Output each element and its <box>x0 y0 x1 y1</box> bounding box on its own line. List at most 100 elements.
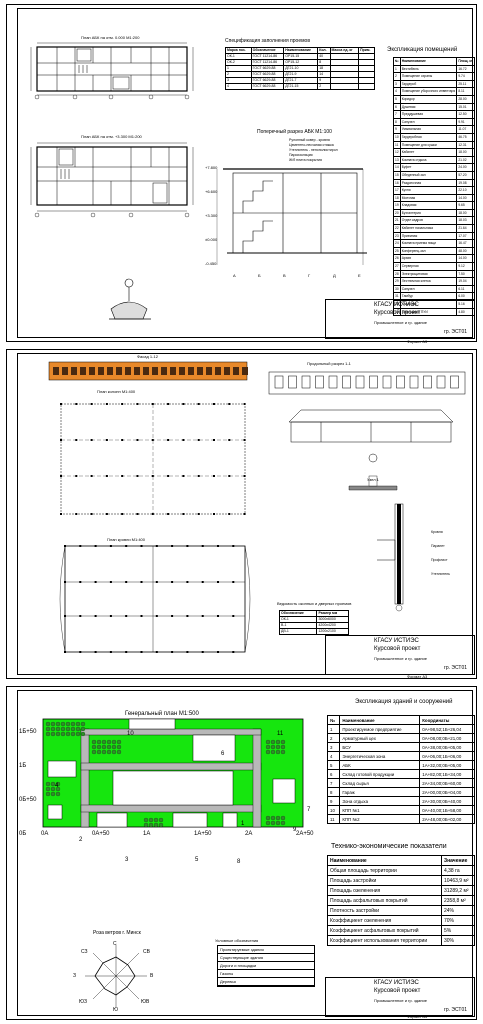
legend-item: Проектируемые здания <box>218 946 314 954</box>
facade-window <box>197 367 203 375</box>
table-cell: Конференц-зал <box>399 246 458 256</box>
table-cell: 46.75 <box>456 132 475 142</box>
table-cell: 9.65 <box>456 201 475 210</box>
tree <box>55 731 61 737</box>
column-mark <box>151 439 154 441</box>
table-cell: 0А+38,00;0Б+05,00 <box>419 742 475 752</box>
column-mark <box>155 545 158 547</box>
table-cell: Приемная <box>399 231 458 241</box>
table-cell: 23 <box>393 231 401 241</box>
column-mark <box>213 439 215 441</box>
table-cell: Гараж <box>339 787 421 797</box>
table-cell: 2А+00,00;0Б+04,00 <box>419 787 475 797</box>
table-cell: Помещение ПУИ <box>399 307 458 317</box>
tree <box>45 791 51 797</box>
column-mark <box>171 545 174 547</box>
table-cell: 0А+98,52;1Б+26,04 <box>419 724 475 734</box>
table-cell: 2А+34,00;0Б+60,00 <box>419 778 475 788</box>
table-cell: 12.31 <box>456 140 475 150</box>
tree <box>65 721 71 727</box>
table-cell: Санузел <box>399 284 458 294</box>
table-cell: 11 <box>326 814 341 824</box>
column-mark <box>136 439 139 441</box>
column-mark <box>94 651 97 653</box>
tree <box>45 731 51 737</box>
table-cell: 2А+48,00;0Б+02,00 <box>419 814 475 824</box>
table-cell: ГОСТ 6629-88 <box>250 83 285 90</box>
section-note: Ж/б плита покрытия <box>289 158 322 162</box>
column-mark <box>140 545 143 547</box>
column-mark <box>151 513 154 515</box>
building-label: 5 <box>195 857 199 863</box>
table-cell: 30 <box>393 284 401 294</box>
tree <box>275 739 281 745</box>
facade-window <box>80 367 86 375</box>
stamp-group: гр. ЭСТ01 <box>444 1007 468 1013</box>
column-plan-title: План колонн М1:400 <box>97 389 136 394</box>
building-label: 6 <box>221 751 225 757</box>
axis-label: В <box>283 273 286 278</box>
column-mark <box>140 615 143 617</box>
tree <box>270 749 276 755</box>
table-cell: БСУ <box>339 742 421 752</box>
column-mark <box>155 581 158 583</box>
wind-direction: В <box>150 973 154 979</box>
section-title: Поперечный разрез АБК М1:100 <box>257 129 332 135</box>
roof-plan-title: План кровли М1:400 <box>107 537 146 542</box>
tree <box>50 781 56 787</box>
stamp-project: Курсовой проект <box>374 310 421 316</box>
table-cell: 16.72 <box>456 64 475 74</box>
table-cell: 20 <box>393 208 401 218</box>
table-cell: 4,38 га <box>440 865 476 876</box>
column-mark <box>125 581 128 583</box>
level-mark: +7.800 <box>205 165 218 170</box>
tree <box>60 731 66 737</box>
table-cell: Арматурный цех <box>339 733 421 743</box>
elevation-window <box>274 375 284 389</box>
wind-direction: Ю <box>113 1007 119 1013</box>
table-cell: Коэффициент озеленения <box>327 915 442 926</box>
column-mark <box>90 513 93 515</box>
table-cell: Буфет <box>399 163 458 172</box>
column-mark <box>64 615 66 617</box>
table-cell: Электрощитовая <box>399 269 458 279</box>
stamp-group: гр. ЭСТ01 <box>444 329 468 335</box>
table-cell: Моечная <box>399 193 458 203</box>
facade-window <box>125 367 131 375</box>
table-cell: 21.02 <box>456 155 475 165</box>
column-mark <box>105 439 108 441</box>
table-cell: ДВ-1 <box>278 628 318 635</box>
title-block: КГАСУ ИСТИЭС Курсовой проект Промышленно… <box>325 977 475 1017</box>
plan-title-1: План АБК на отм. 0.000 М1:200 <box>81 35 140 40</box>
table-cell: 2 <box>317 83 331 90</box>
building-label: 4 <box>55 783 59 789</box>
wind-direction: ЮВ <box>141 999 150 1005</box>
column-mark <box>60 403 62 405</box>
table-cell: 19.08 <box>456 178 475 188</box>
facade-window <box>89 367 95 375</box>
tree <box>45 781 51 787</box>
table-cell: 5 <box>393 94 401 104</box>
table-cell: Кабинет <box>399 148 458 157</box>
table-cell: АБК <box>339 760 421 770</box>
table-cell: Лестничная клетка <box>399 277 458 286</box>
table-cell: 18.00 <box>456 208 475 218</box>
